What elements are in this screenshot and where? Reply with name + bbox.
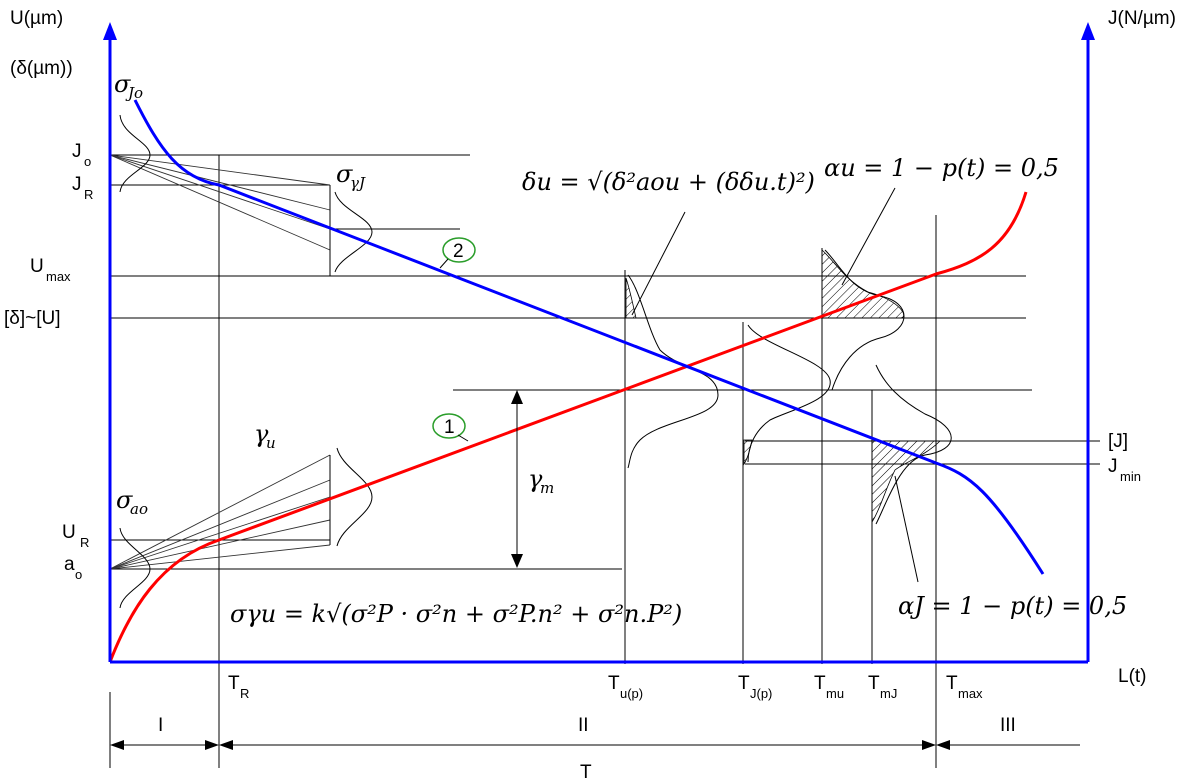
y-right-axis-title: J(N/µm) xyxy=(1108,8,1176,29)
x-axis-title: L(t) xyxy=(1118,666,1147,687)
tick-tr: T R xyxy=(228,673,249,701)
svg-text:R: R xyxy=(240,686,249,701)
tick-allowed-delta: [δ]~[U] xyxy=(4,308,61,329)
time-lines xyxy=(218,155,937,768)
curve-1-wear xyxy=(108,191,1028,663)
curve-2-stiffness xyxy=(133,99,1045,575)
tick-ao: a o xyxy=(64,554,82,582)
svg-text:T: T xyxy=(608,673,620,694)
gamma-j-fan xyxy=(109,154,331,276)
svg-text:max: max xyxy=(958,686,983,701)
zone-dimensions: I II III T xyxy=(109,692,1080,783)
svg-text:γ: γ xyxy=(528,465,543,493)
svg-text:o: o xyxy=(84,154,91,169)
sigma-jo-label: σ Jo xyxy=(114,70,143,102)
alpha-u-formula: αu = 1 − p(t) = 0,5 xyxy=(824,154,1059,182)
tick-jr: J R xyxy=(72,174,93,202)
svg-text:J: J xyxy=(1108,456,1118,477)
tick-tmax: T max xyxy=(946,673,983,701)
svg-text:u(p): u(p) xyxy=(620,686,643,701)
zone-2-label: II xyxy=(578,715,589,736)
total-life-label: T xyxy=(580,762,592,783)
tjp-bell xyxy=(747,324,831,463)
hatched-areas xyxy=(625,249,941,524)
sigma-ao-label: σ ao xyxy=(116,486,148,518)
gamma-u-bell xyxy=(336,447,373,547)
svg-text:[δ]~[U]: [δ]~[U] xyxy=(4,308,61,329)
svg-text:J(p): J(p) xyxy=(750,686,772,701)
svg-text:mJ: mJ xyxy=(880,686,897,701)
tick-jo: J o xyxy=(72,141,91,169)
svg-text:σ: σ xyxy=(116,486,133,514)
svg-text:T: T xyxy=(738,673,750,694)
svg-text:T: T xyxy=(814,673,826,694)
svg-text:u: u xyxy=(266,434,276,452)
gamma-u-label: γ u xyxy=(254,420,276,452)
svg-text:R: R xyxy=(84,187,93,202)
svg-text:U: U xyxy=(30,256,44,277)
svg-text:T: T xyxy=(868,673,880,694)
svg-text:γ: γ xyxy=(254,420,269,448)
y-right-arrow xyxy=(1081,22,1095,40)
tick-umax: U max xyxy=(30,256,71,284)
svg-text:R: R xyxy=(80,535,89,550)
svg-text:σ: σ xyxy=(114,70,131,98)
svg-text:min: min xyxy=(1120,469,1141,484)
tmj-bell xyxy=(875,364,952,525)
sigma-ao-bell xyxy=(119,527,151,609)
reference-lines xyxy=(110,154,1100,570)
curve-marker-2: 2 xyxy=(439,237,476,269)
y-left-arrow xyxy=(103,22,117,40)
svg-text:J: J xyxy=(72,174,82,195)
svg-text:Jo: Jo xyxy=(125,84,143,102)
svg-text:T: T xyxy=(228,673,240,694)
zone-3-label: III xyxy=(1000,715,1016,736)
tick-tup: T u(p) xyxy=(608,673,643,701)
svg-text:σ: σ xyxy=(336,160,353,188)
tup-bell xyxy=(627,274,719,469)
sigma-jo-bell xyxy=(119,114,151,193)
tick-jmin: J min xyxy=(1108,456,1141,484)
svg-text:max: max xyxy=(46,269,71,284)
svg-text:[J]: [J] xyxy=(1108,431,1128,452)
svg-text:γJ: γJ xyxy=(350,174,366,192)
svg-text:m: m xyxy=(540,479,554,497)
sigma-gammaj-label: σ γJ xyxy=(336,160,366,192)
svg-text:mu: mu xyxy=(826,686,844,701)
sigma-gammaj-bell xyxy=(334,191,373,273)
tick-allowed-j: [J] xyxy=(1108,431,1128,452)
axes xyxy=(103,22,1095,664)
alpha-j-formula: αJ = 1 − p(t) = 0,5 xyxy=(898,592,1127,620)
tick-ur: U R xyxy=(62,522,89,550)
y-left-axis-title: U(µm) xyxy=(10,8,63,29)
tick-tjp: T J(p) xyxy=(738,673,772,701)
delta-u-formula: δu = √(δ²aou + (δδu.t)²) xyxy=(522,168,815,196)
y-left-axis-title-2: (δ(µm)) xyxy=(10,58,73,79)
zone-1-label: I xyxy=(158,715,163,736)
svg-text:1: 1 xyxy=(444,417,455,438)
sigma-gamma-u-formula: σγu = k√(σ²P · σ²n + σ²P.n² + σ²n.P²) xyxy=(230,600,682,628)
svg-text:o: o xyxy=(75,567,82,582)
svg-text:a: a xyxy=(64,554,75,575)
gamma-m-label: γ m xyxy=(528,465,554,497)
svg-text:T: T xyxy=(946,673,958,694)
delta-u-leader xyxy=(631,211,686,316)
svg-text:ao: ao xyxy=(130,500,148,518)
svg-text:U: U xyxy=(62,522,76,543)
tick-tmu: T mu xyxy=(814,673,844,701)
alpha-u-leader xyxy=(841,187,896,286)
gamma-m-arrow xyxy=(511,390,523,568)
svg-text:J: J xyxy=(72,141,82,162)
alpha-j-leader xyxy=(894,475,919,583)
curve-marker-1: 1 xyxy=(432,413,469,442)
distribution-curves xyxy=(119,114,952,609)
svg-text:2: 2 xyxy=(453,241,464,262)
tick-tmj: T mJ xyxy=(868,673,897,701)
